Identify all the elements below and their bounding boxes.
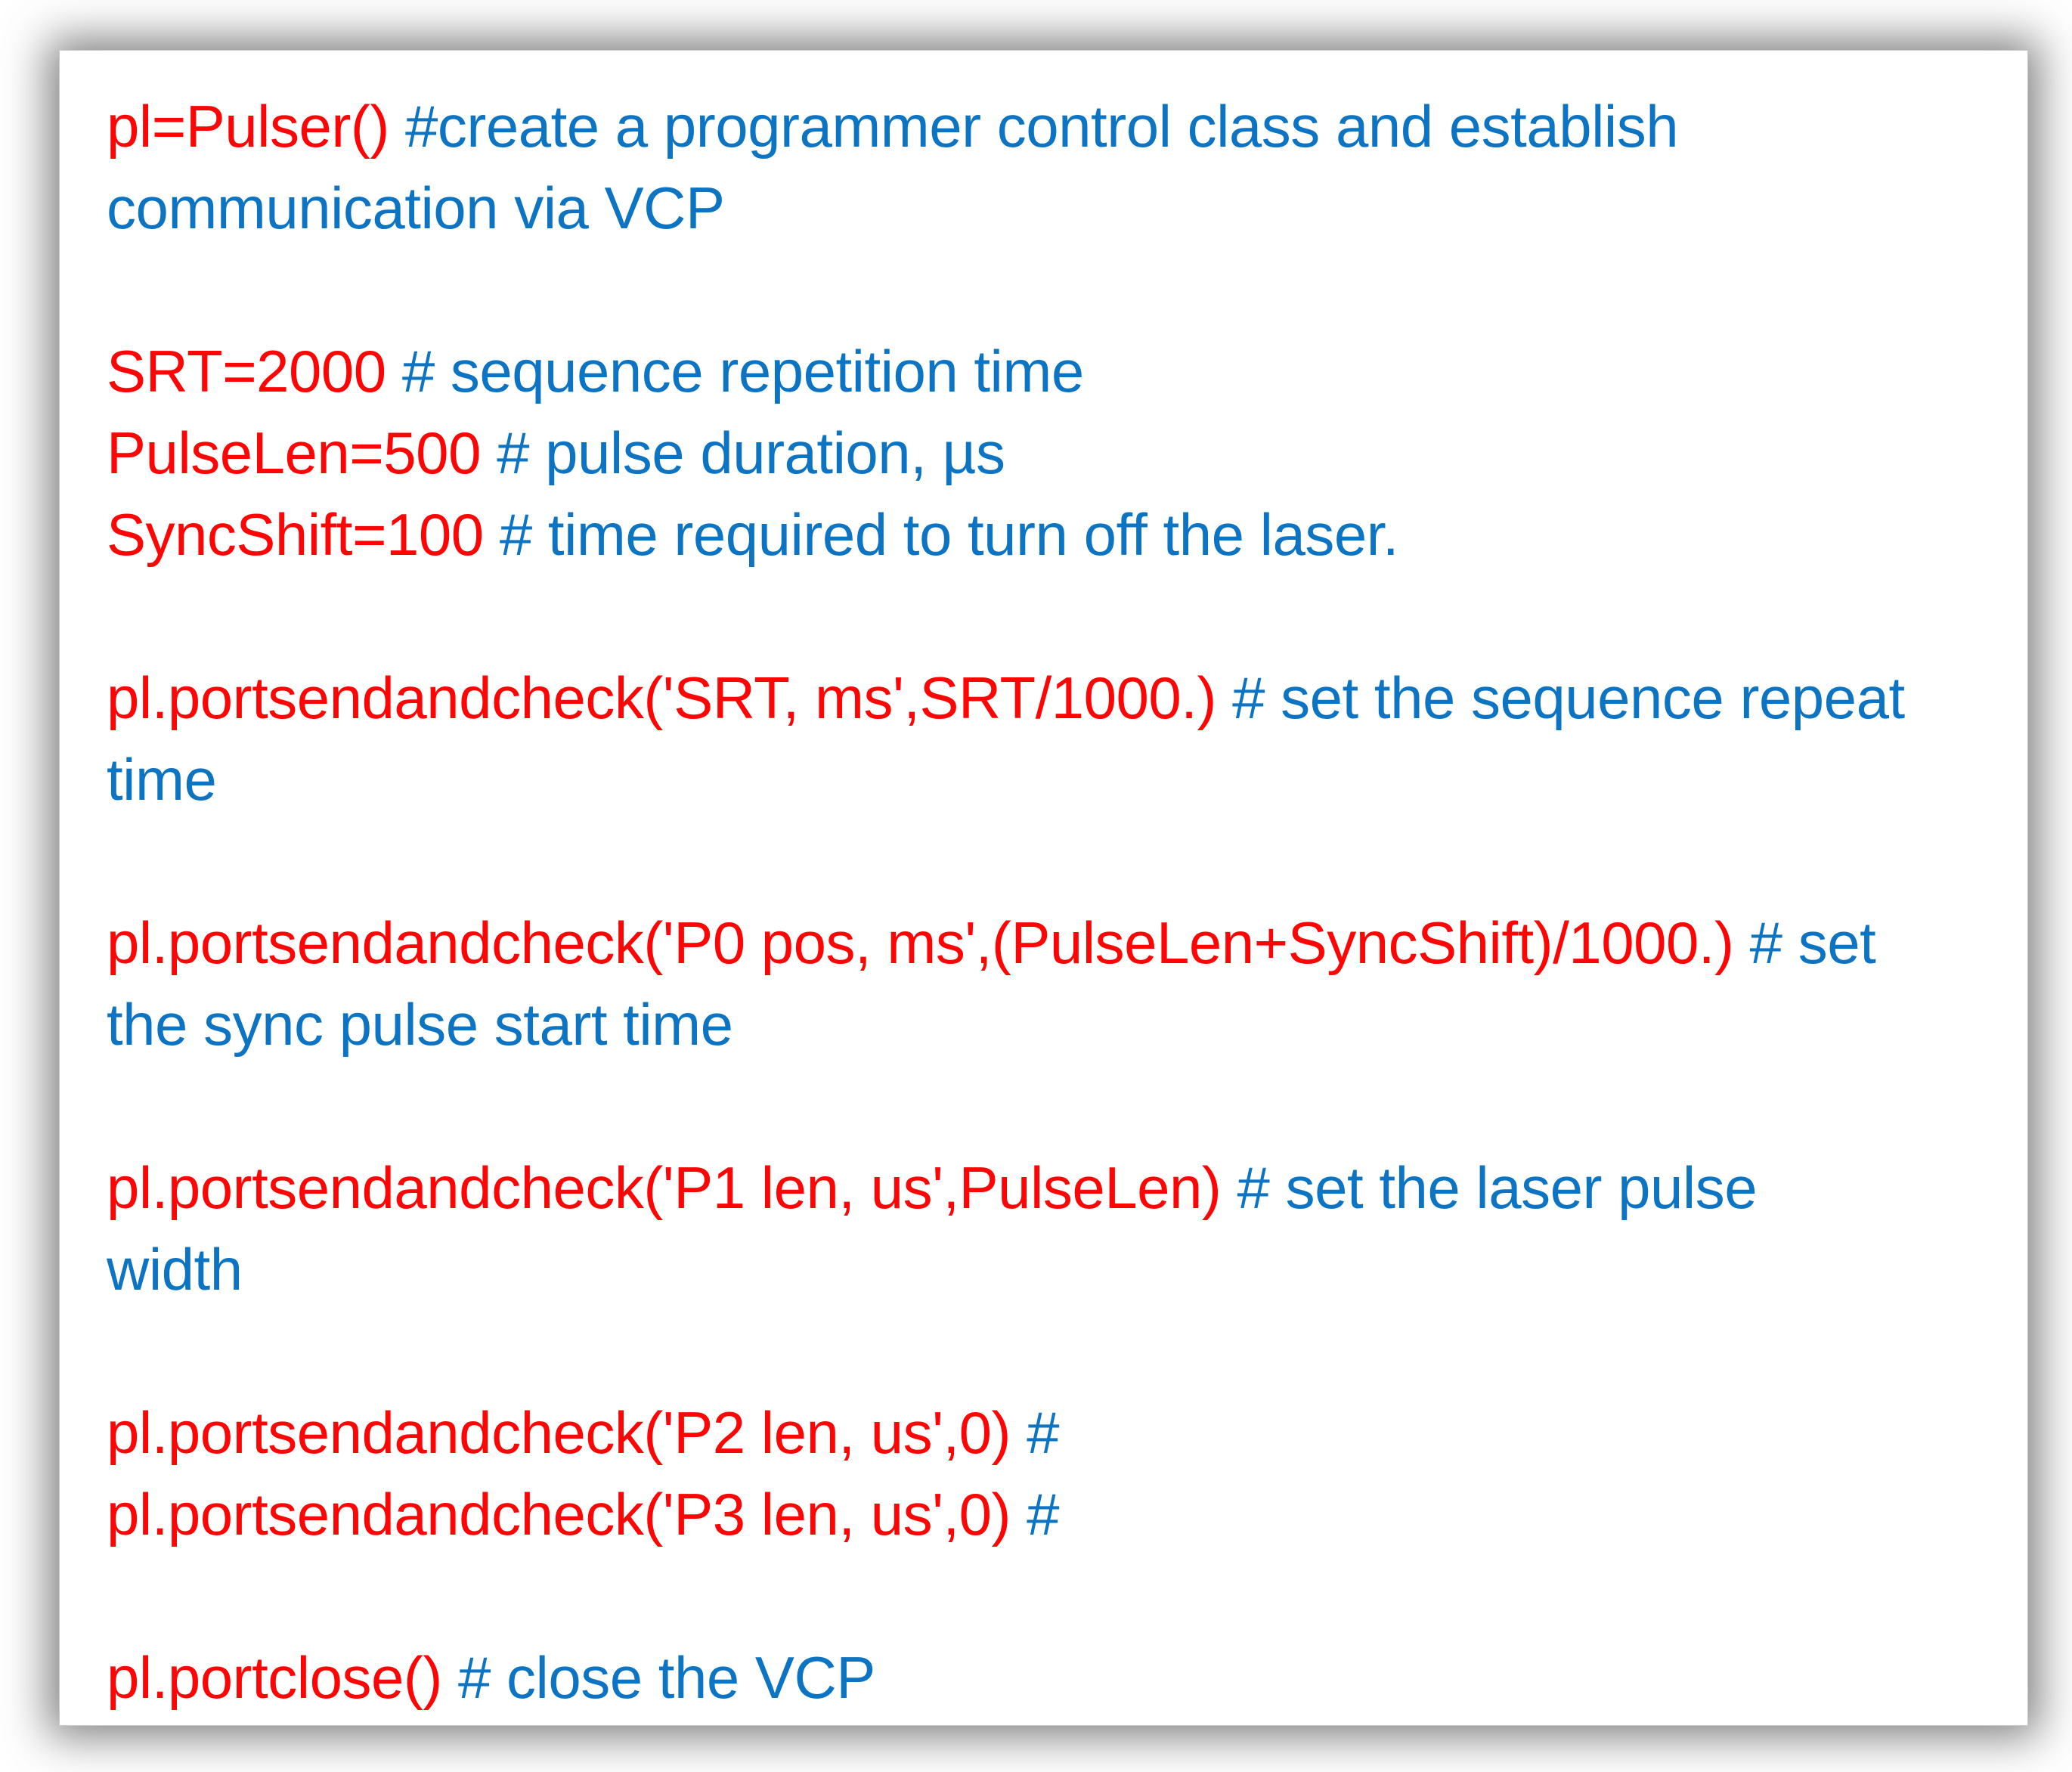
code-line-blank [107,575,1984,657]
code-line-blank [107,249,1984,330]
code-text: pl.portclose() [107,1644,458,1711]
code-text: SRT=2000 [107,338,402,404]
code-line: pl.portsendandcheck('P1 len, us',PulseLe… [107,1147,1984,1228]
code-line-blank [107,1555,1984,1637]
comment-text: # set the laser pulse [1237,1154,1758,1221]
code-line: pl.portsendandcheck('SRT, ms',SRT/1000.)… [107,657,1984,739]
comment-text: # set [1749,909,1876,976]
code-line: pl.portclose() # close the VCP [107,1637,1984,1718]
comment-text: # close the VCP [458,1644,875,1711]
code-line: time [107,739,1984,820]
comment-text: # [1027,1481,1060,1547]
comment-text: communication via VCP [107,175,725,241]
code-line: SyncShift=100 # time required to turn of… [107,494,1984,575]
code-text: SyncShift=100 [107,501,500,568]
code-line: pl=Pulser() #create a programmer control… [107,85,1984,167]
code-text: pl.portsendandcheck('P0 pos, ms',(PulseL… [107,909,1750,976]
comment-text: # set the sequence repeat [1232,664,1905,731]
code-panel: pl=Pulser() #create a programmer control… [59,50,2028,1726]
code-line: pl.portsendandcheck('P0 pos, ms',(PulseL… [107,902,1984,984]
code-line: communication via VCP [107,167,1984,249]
comment-text: width [107,1236,243,1303]
code-line: width [107,1228,1984,1310]
code-text: pl.portsendandcheck('P1 len, us',PulseLe… [107,1154,1237,1221]
code-text: pl.portsendandcheck('SRT, ms',SRT/1000.) [107,664,1233,731]
code-text: pl=Pulser() [107,93,405,160]
code-text: pl.portsendandcheck('P3 len, us',0) [107,1481,1027,1547]
comment-text: # sequence repetition time [401,338,1084,404]
code-line: PulseLen=500 # pulse duration, µs [107,412,1984,494]
code-line: SRT=2000 # sequence repetition time [107,330,1984,412]
comment-text: # [1027,1399,1060,1466]
comment-text: # time required to turn off the laser. [499,501,1399,568]
code-text: pl.portsendandcheck('P2 len, us',0) [107,1399,1027,1466]
code-line: the sync pulse start time [107,984,1984,1065]
comment-text: # pulse duration, µs [497,420,1005,486]
code-line-blank [107,820,1984,902]
comment-text: the sync pulse start time [107,991,733,1058]
comment-text: #create a programmer control class and e… [404,93,1679,160]
code-line: pl.portsendandcheck('P3 len, us',0) # [107,1473,1984,1555]
code-line-blank [107,1310,1984,1392]
comment-text: time [107,746,217,813]
code-line: pl.portsendandcheck('P2 len, us',0) # [107,1392,1984,1473]
code-text: PulseLen=500 [107,420,497,486]
code-line-blank [107,1065,1984,1147]
code-lines: pl=Pulser() #create a programmer control… [107,85,1984,1718]
